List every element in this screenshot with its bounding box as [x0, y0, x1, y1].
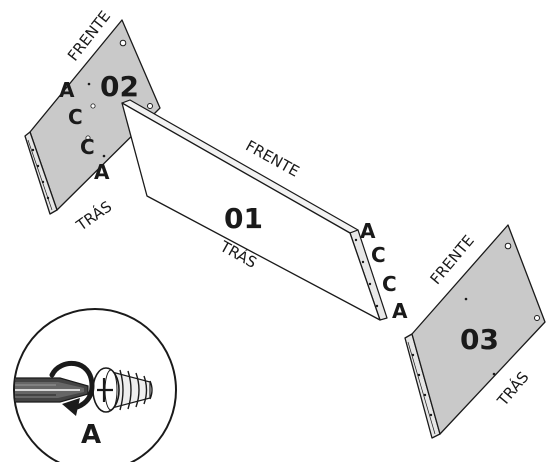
- panel-01: FRENTE TRÁS 01: [121, 99, 388, 321]
- hardware-labels-right: A C C A: [360, 219, 408, 323]
- panel-02-edge: [24, 131, 58, 215]
- hardware-c-label: C: [382, 272, 397, 296]
- hardware-c-label: C: [80, 135, 95, 159]
- hole-icon: [504, 242, 512, 250]
- screw-icon: [92, 367, 153, 413]
- hardware-labels-left: A C C A: [59, 78, 110, 184]
- panel-01-face: [121, 102, 381, 321]
- rotate-arrow-icon: [49, 360, 95, 416]
- hole-icon: [119, 39, 127, 47]
- detail-callout: A: [13, 308, 177, 462]
- hardware-a-label: A: [392, 299, 408, 323]
- hardware-a-label: A: [360, 219, 376, 243]
- panel-02-back-label: TRÁS: [72, 197, 115, 235]
- panel-03: FRENTE TRÁS 03: [404, 224, 546, 439]
- hardware-c-label: C: [68, 105, 83, 129]
- hardware-a-label: A: [59, 78, 75, 102]
- hardware-a-label: A: [94, 160, 110, 184]
- panel-02-number: 02: [100, 70, 139, 103]
- panel-03-face: [411, 224, 546, 435]
- panel-03-number: 03: [460, 323, 499, 356]
- hole-icon: [534, 315, 540, 321]
- hole-icon: [147, 103, 153, 109]
- panel-03-back-label: TRÁS: [492, 368, 532, 411]
- hardware-c-label: C: [371, 243, 386, 267]
- panel-01-number: 01: [224, 202, 263, 235]
- screwdriver-icon: [15, 377, 89, 403]
- detail-hardware-label: A: [81, 420, 101, 450]
